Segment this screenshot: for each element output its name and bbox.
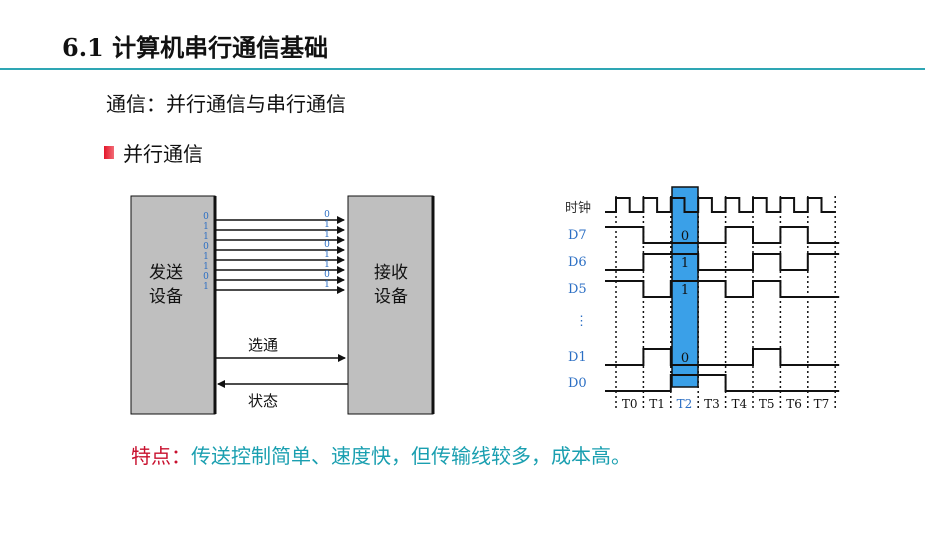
- title-divider: [0, 68, 925, 70]
- signal-label: D6: [568, 255, 587, 270]
- recv-bit: 1: [324, 260, 330, 270]
- signal-label: D5: [568, 282, 587, 297]
- recv-bit: 1: [324, 280, 330, 290]
- highlight-bit: 1: [681, 256, 689, 271]
- receiver-label-line1: 接收: [374, 263, 408, 283]
- sender-label-line2: 设备: [149, 287, 183, 307]
- bullet-item: 并行通信: [104, 138, 203, 167]
- page-title: 6.1 计算机串行通信基础: [62, 33, 329, 62]
- highlight-bit: 0: [681, 351, 689, 366]
- recv-bit: 0: [324, 270, 330, 280]
- send-bit: 1: [203, 222, 209, 232]
- time-label: T0: [622, 397, 638, 411]
- data-waveform: [605, 348, 840, 366]
- bullet-label: 并行通信: [123, 142, 203, 166]
- sender-label-line1: 发送: [149, 263, 183, 283]
- send-bit: 1: [203, 262, 209, 272]
- send-bit: 0: [203, 242, 209, 252]
- send-bit: 1: [203, 252, 209, 262]
- clock-label: 时钟: [565, 200, 591, 216]
- highlight-bit: 0: [681, 229, 689, 244]
- send-bit: 1: [203, 232, 209, 242]
- highlight-column: [671, 186, 699, 388]
- time-label: T6: [786, 397, 802, 411]
- signal-label: D1: [568, 350, 587, 365]
- time-label: T2: [677, 397, 693, 411]
- red-square-bullet-icon: [104, 146, 114, 159]
- feature-text: 传送控制简单、速度快，但传输线较多，成本高。: [191, 444, 631, 468]
- time-labels: T0 T1 T2 T3 T4 T5 T6 T7: [622, 397, 829, 411]
- receiver-label-line2: 设备: [374, 287, 408, 307]
- recv-bit: 0: [324, 240, 330, 250]
- subtitle: 通信：并行通信与串行通信: [106, 92, 346, 116]
- signal-label: D7: [568, 228, 587, 243]
- feature-note: 特点：传送控制简单、速度快，但传输线较多，成本高。: [131, 440, 631, 469]
- time-label: T7: [814, 397, 830, 411]
- recv-bit: 1: [324, 220, 330, 230]
- feature-label: 特点：: [131, 444, 191, 468]
- signal-waveforms: [605, 197, 840, 392]
- recv-bit: 0: [324, 210, 330, 220]
- time-label: T3: [704, 397, 720, 411]
- signal-label: D0: [568, 376, 587, 391]
- time-label: T1: [649, 397, 665, 411]
- sender-device-box: [130, 195, 216, 415]
- highlight-bits: 0 1 1 0: [681, 229, 689, 366]
- data-waveform: [605, 374, 840, 392]
- time-label: T5: [759, 397, 775, 411]
- time-label: T4: [731, 397, 747, 411]
- send-bit: 1: [203, 282, 209, 292]
- data-waveform: [605, 226, 840, 244]
- send-bit: 0: [203, 272, 209, 282]
- strobe-label: 选通: [248, 336, 278, 354]
- data-waveform: [605, 280, 840, 298]
- recv-bit: 1: [324, 230, 330, 240]
- recv-bit: 1: [324, 250, 330, 260]
- send-bit: 0: [203, 212, 209, 222]
- status-label: 状态: [248, 392, 278, 410]
- data-waveform: [605, 253, 840, 271]
- highlight-bit: 1: [681, 283, 689, 298]
- clock-waveform: [605, 197, 836, 213]
- ellipsis-label: ⋮: [575, 314, 588, 329]
